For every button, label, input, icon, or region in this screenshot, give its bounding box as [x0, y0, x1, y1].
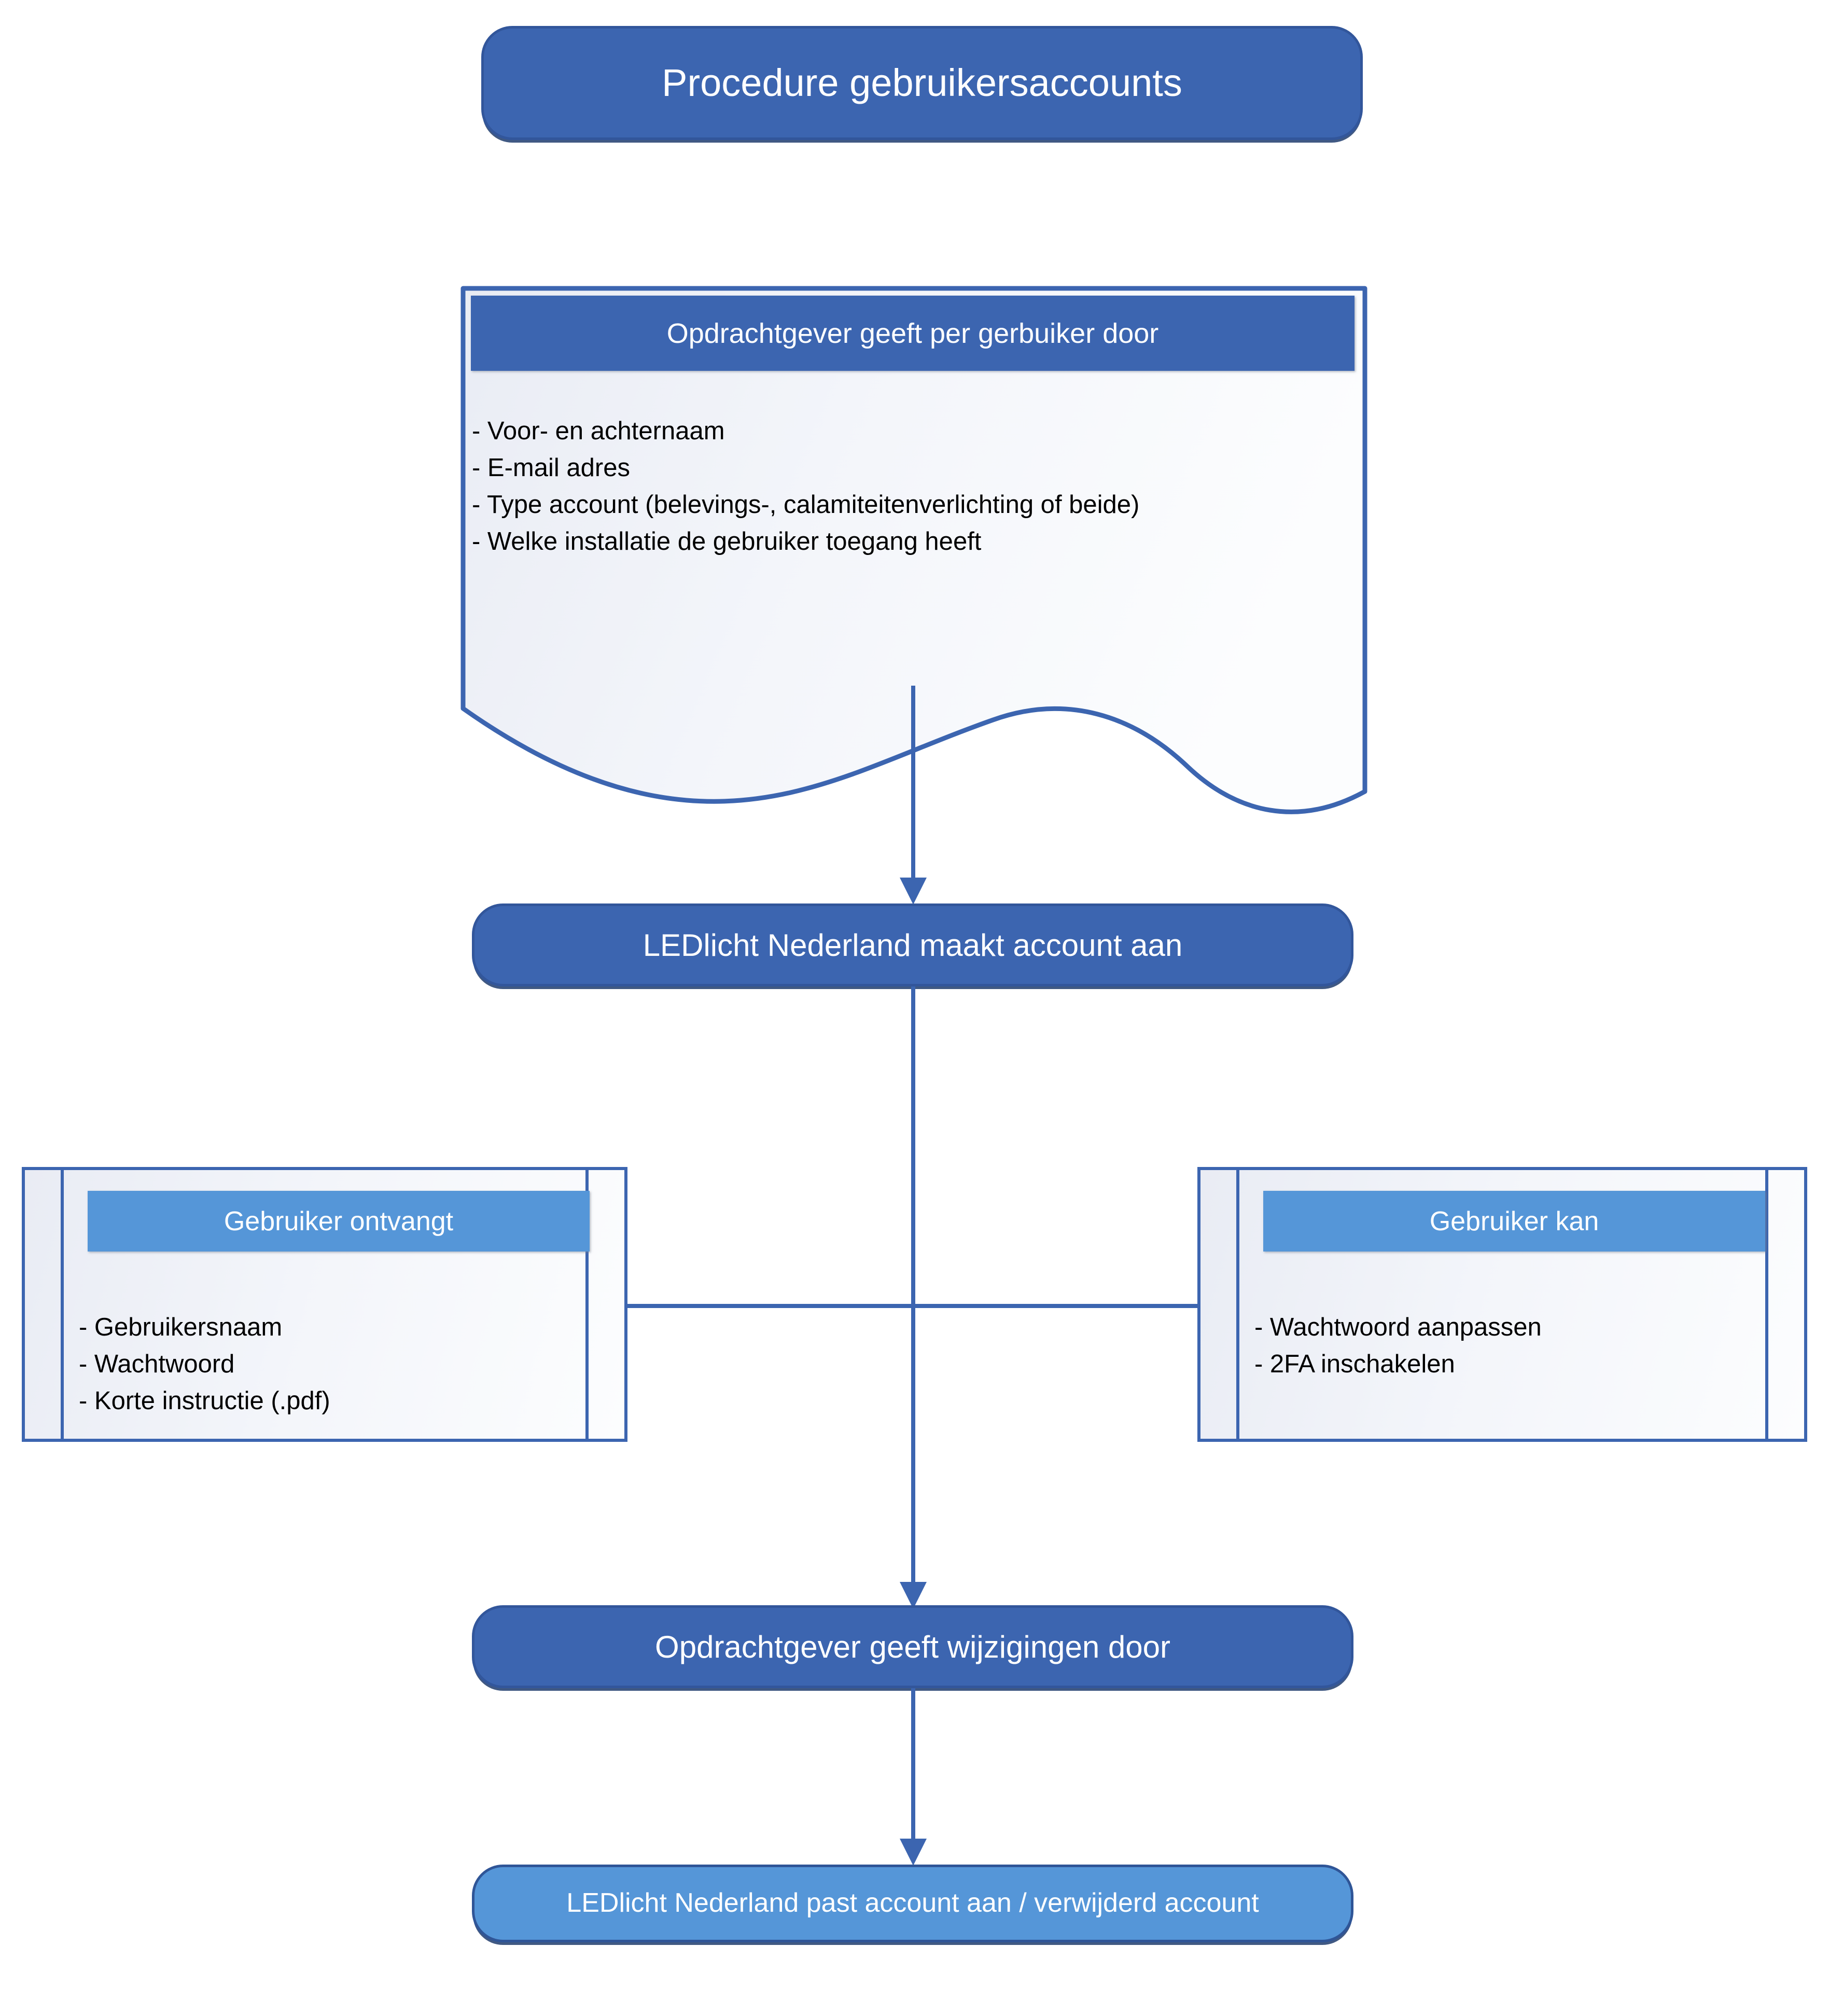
- storage-box-header-gebruiker-ontvangt: Gebruiker ontvangt: [88, 1191, 590, 1252]
- storage-box-left-divider: [61, 1170, 64, 1439]
- storage-box-header-label: Gebruiker ontvangt: [224, 1206, 454, 1236]
- storage-box-header-label: Gebruiker kan: [1429, 1206, 1599, 1236]
- connector-document-to-create: [911, 686, 915, 885]
- node-opdrachtgever-wijzigingen[interactable]: Opdrachtgever geeft wijzigingen door: [472, 1605, 1353, 1688]
- node-ledlicht-creates-account-label: LEDlicht Nederland maakt account aan: [643, 927, 1183, 963]
- document-body-text: - Voor- en achternaam - E-mail adres - T…: [472, 417, 1140, 556]
- storage-box-right-divider: [1765, 1170, 1768, 1439]
- document-shape-outline: [460, 286, 1367, 814]
- node-procedure-title[interactable]: Procedure gebruikersaccounts: [481, 26, 1363, 140]
- node-ledlicht-applies-or-deletes[interactable]: LEDlicht Nederland past account aan / ve…: [472, 1865, 1353, 1942]
- document-header-label: Opdrachtgever geeft per gerbuiker door: [666, 317, 1159, 349]
- connector-create-to-changes: [911, 986, 915, 1588]
- storage-box-gebruiker-ontvangt[interactable]: Gebruiker ontvangt - Gebruikersnaam - Wa…: [22, 1167, 627, 1442]
- arrowhead-changes-to-apply: [900, 1839, 927, 1866]
- connector-changes-to-apply: [911, 1688, 915, 1844]
- node-ledlicht-creates-account[interactable]: LEDlicht Nederland maakt account aan: [472, 903, 1353, 986]
- storage-box-body-gebruiker-ontvangt: - Gebruikersnaam - Wachtwoord - Korte in…: [79, 1313, 330, 1415]
- arrowhead-create-to-changes: [900, 1582, 927, 1609]
- node-opdrachtgever-wijzigingen-label: Opdrachtgever geeft wijzigingen door: [655, 1629, 1170, 1664]
- node-procedure-title-label: Procedure gebruikersaccounts: [662, 61, 1182, 105]
- storage-box-gebruiker-kan[interactable]: Gebruiker kan - Wachtwoord aanpassen - 2…: [1197, 1167, 1807, 1442]
- document-shape-opdrachtgever[interactable]: Opdrachtgever geeft per gerbuiker door -…: [459, 284, 1369, 829]
- node-ledlicht-applies-or-deletes-label: LEDlicht Nederland past account aan / ve…: [566, 1888, 1259, 1918]
- connector-junction-to-right-box: [911, 1304, 1197, 1308]
- document-header-bar: Opdrachtgever geeft per gerbuiker door: [471, 296, 1355, 371]
- arrowhead-document-to-create: [900, 878, 927, 905]
- storage-box-header-gebruiker-kan: Gebruiker kan: [1263, 1191, 1765, 1252]
- storage-box-body-gebruiker-kan: - Wachtwoord aanpassen - 2FA inschakelen: [1254, 1313, 1542, 1379]
- storage-box-right-divider: [585, 1170, 589, 1439]
- storage-box-left-divider: [1236, 1170, 1239, 1439]
- connector-left-box-to-junction: [626, 1304, 913, 1308]
